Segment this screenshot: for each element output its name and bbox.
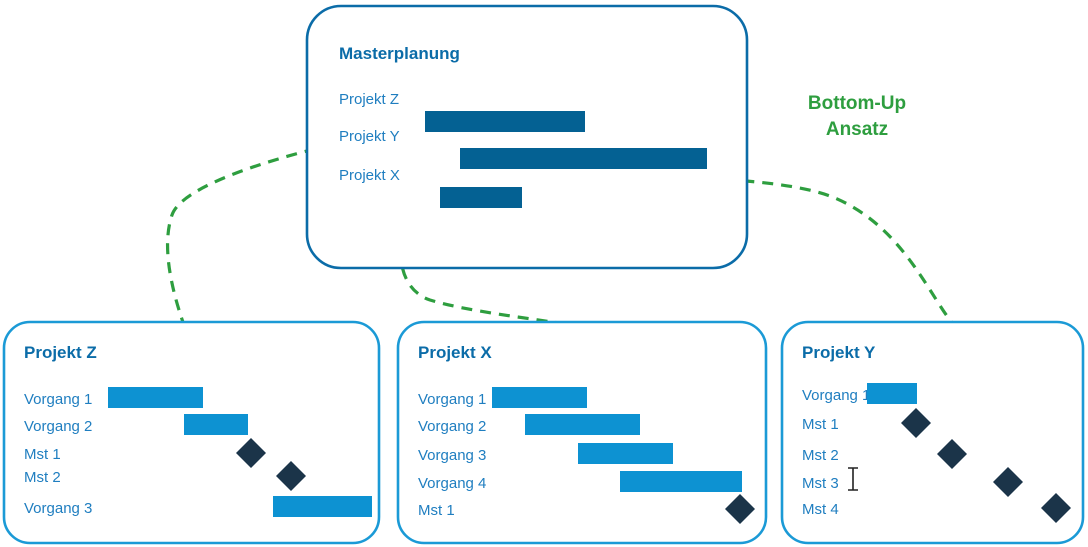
masterplanung-title: Masterplanung [339, 44, 460, 63]
panel-title: Projekt Z [24, 343, 97, 362]
masterplanung-box [305, 4, 749, 270]
bottom-up-ansatz-callout: Bottom-Up Ansatz [808, 93, 906, 140]
projekt-x-row-3: Vorgang 3 [418, 443, 673, 464]
row-label: Vorgang 1 [418, 391, 486, 408]
projekt-z-row-4: Mst 2 [24, 461, 306, 491]
project-panels: Projekt Z Vorgang 1 Vorgang 2 Mst 1 Mst 2 Vor… [2, 320, 1085, 545]
master-gantt-bar[interactable] [425, 111, 585, 132]
row-label: Mst 2 [802, 447, 839, 464]
row-label: Vorgang 3 [418, 447, 486, 464]
panel-title: Projekt X [418, 343, 492, 362]
panel-title: Projekt Y [802, 343, 876, 362]
row-label: Mst 1 [418, 502, 455, 519]
gantt-bar[interactable] [867, 383, 917, 404]
gantt-bar[interactable] [578, 443, 673, 464]
gantt-bar[interactable] [184, 414, 248, 435]
row-label: Vorgang 2 [418, 418, 486, 435]
projekt-y-row-2: Mst 1 [802, 408, 931, 438]
milestone-diamond-icon[interactable] [993, 467, 1023, 497]
projekt-y-row-1: Vorgang 1 [802, 383, 917, 404]
row-label: Mst 1 [24, 446, 61, 463]
row-label: Vorgang 3 [24, 500, 92, 517]
gantt-bar[interactable] [273, 496, 372, 517]
master-row-label: Projekt X [339, 167, 400, 184]
master-gantt-bar[interactable] [440, 187, 522, 208]
callout-line-1: Bottom-Up [808, 93, 906, 114]
row-label: Mst 2 [24, 469, 61, 486]
ibeam-glyph [848, 467, 858, 491]
text-ibeam-cursor [848, 467, 858, 491]
masterplanung-rows: Projekt Z Projekt Y Projekt X [339, 91, 707, 208]
gantt-bar[interactable] [525, 414, 640, 435]
panel-projekt-x[interactable]: Projekt X Vorgang 1 Vorgang 2 Vorgang 3 Vorg… [396, 320, 768, 545]
projekt-y-row-5: Mst 4 [802, 493, 1071, 523]
master-row-label: Projekt Y [339, 128, 400, 145]
panel-projekt-z[interactable]: Projekt Z Vorgang 1 Vorgang 2 Mst 1 Mst 2 Vor… [2, 320, 381, 545]
master-row-3: Projekt X [339, 167, 522, 208]
projekt-z-row-2: Vorgang 2 [24, 414, 248, 435]
panel-projekt-y[interactable]: Projekt Y Vorgang 1 Mst 1 Mst 2 Mst 3 Mst 4 [780, 320, 1085, 545]
projekt-z-row-5: Vorgang 3 [24, 496, 372, 517]
milestone-diamond-icon[interactable] [901, 408, 931, 438]
row-label: Vorgang 4 [418, 475, 486, 492]
projekt-x-row-2: Vorgang 2 [418, 414, 640, 435]
projekt-x-row-5: Mst 1 [418, 494, 755, 524]
projekt-z-row-3: Mst 1 [24, 438, 266, 468]
row-label: Vorgang 1 [802, 387, 870, 404]
projekt-x-row-4: Vorgang 4 [418, 471, 742, 492]
master-gantt-bar[interactable] [460, 148, 707, 169]
master-row-2: Projekt Y [339, 128, 707, 169]
master-row-label: Projekt Z [339, 91, 399, 108]
projekt-y-row-4: Mst 3 [802, 467, 1023, 497]
milestone-diamond-icon[interactable] [725, 494, 755, 524]
callout-line-2: Ansatz [826, 119, 888, 140]
row-label: Mst 4 [802, 501, 839, 518]
milestone-diamond-icon[interactable] [276, 461, 306, 491]
row-label: Mst 1 [802, 416, 839, 433]
gantt-bar[interactable] [492, 387, 587, 408]
projekt-z-row-1: Vorgang 1 [24, 387, 203, 408]
master-row-1: Projekt Z [339, 91, 585, 132]
gantt-bar[interactable] [620, 471, 742, 492]
row-label: Vorgang 1 [24, 391, 92, 408]
milestone-diamond-icon[interactable] [236, 438, 266, 468]
row-label: Mst 3 [802, 475, 839, 492]
gantt-bar[interactable] [108, 387, 203, 408]
milestone-diamond-icon[interactable] [937, 439, 967, 469]
projekt-y-row-3: Mst 2 [802, 439, 967, 469]
milestone-diamond-icon[interactable] [1041, 493, 1071, 523]
projekt-x-row-1: Vorgang 1 [418, 387, 587, 408]
row-label: Vorgang 2 [24, 418, 92, 435]
arrow-from-projekt-z [165, 120, 423, 329]
